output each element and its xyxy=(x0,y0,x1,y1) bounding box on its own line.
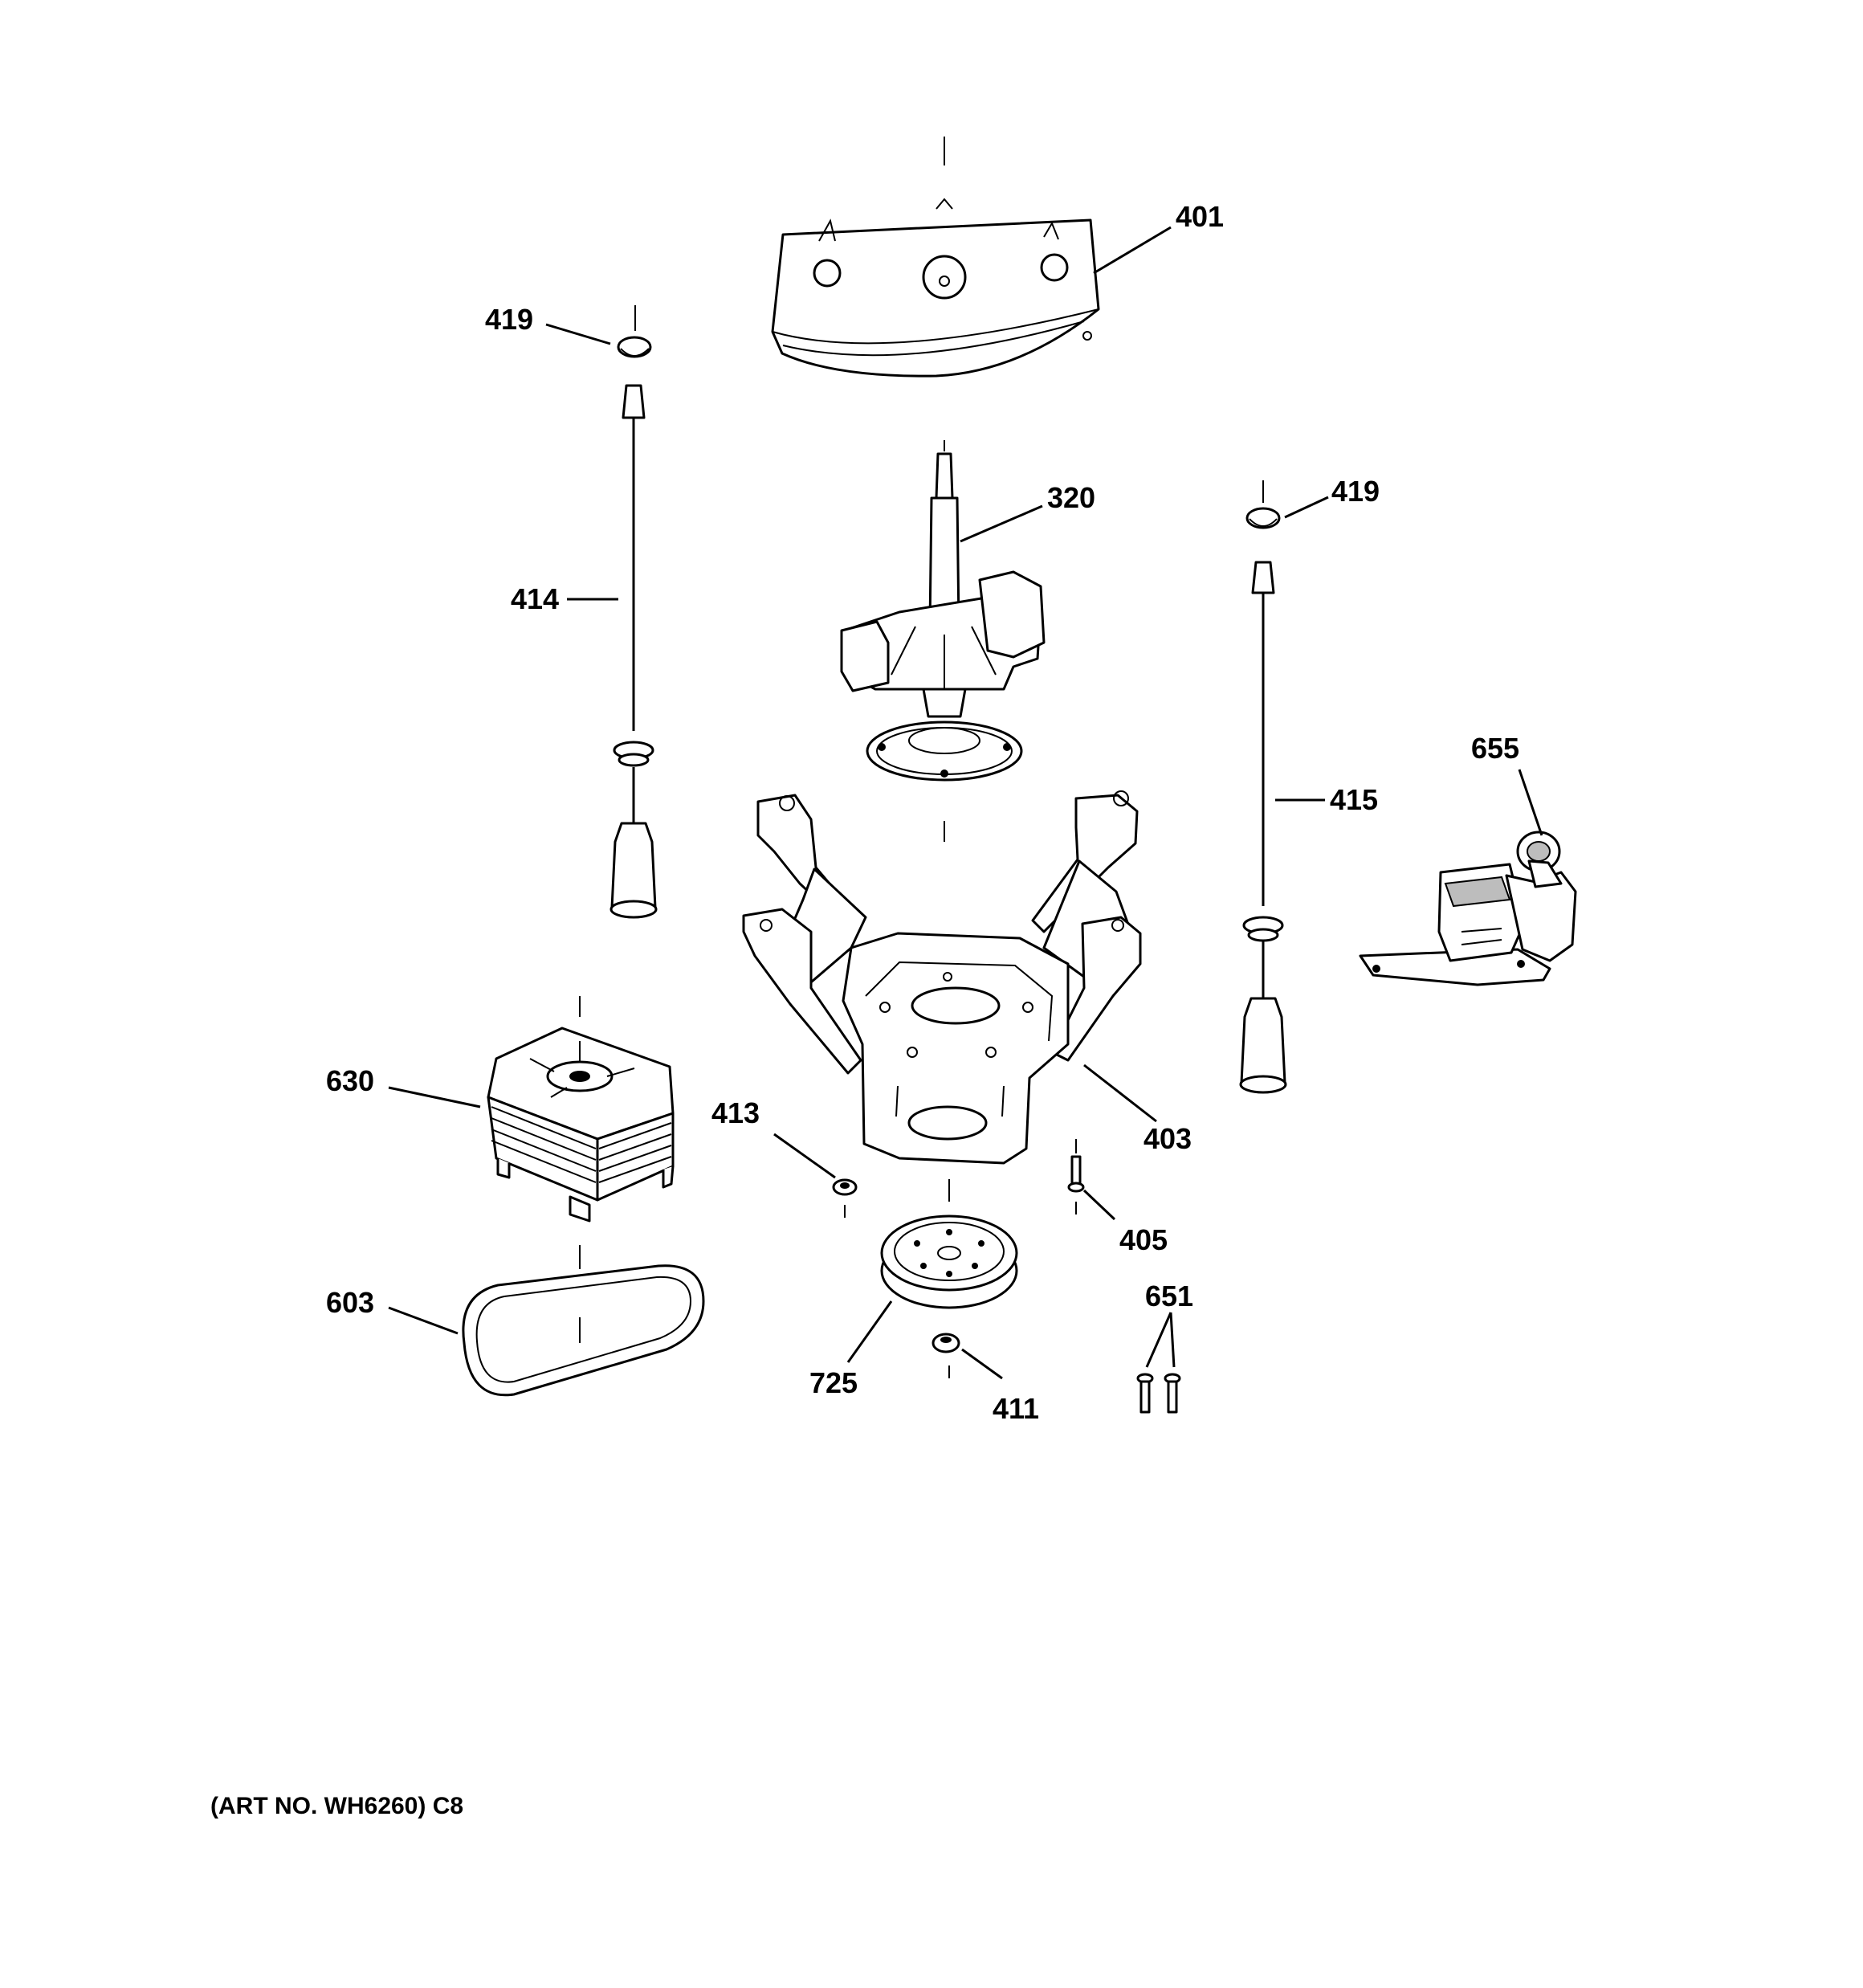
leader-411 xyxy=(961,1348,1003,1380)
callout-411: 411 xyxy=(993,1392,1039,1425)
callout-603: 603 xyxy=(326,1286,374,1319)
callout-401: 401 xyxy=(1176,200,1224,233)
leader-655 xyxy=(1518,769,1543,836)
callout-725: 725 xyxy=(809,1366,858,1399)
callout-320: 320 xyxy=(1047,481,1095,514)
callout-415: 415 xyxy=(1330,783,1378,816)
part-411-nut xyxy=(932,1333,960,1378)
part-413-nut xyxy=(832,1178,858,1218)
callout-655: 655 xyxy=(1471,732,1519,765)
leader-401 xyxy=(1093,226,1172,275)
callout-419-right: 419 xyxy=(1331,475,1380,508)
callout-651: 651 xyxy=(1145,1280,1193,1312)
leader-419-right xyxy=(1284,496,1329,519)
part-401-cover xyxy=(771,137,1100,378)
part-651-screws xyxy=(1136,1373,1181,1414)
callout-630: 630 xyxy=(326,1064,374,1097)
art-number-caption: (ART NO. WH6260) C8 xyxy=(210,1793,464,1819)
leader-651-b xyxy=(1169,1312,1176,1368)
callout-403: 403 xyxy=(1143,1122,1192,1155)
leader-320 xyxy=(960,504,1043,543)
part-419-cap-left xyxy=(617,305,652,358)
leader-603 xyxy=(388,1306,459,1335)
part-603-belt xyxy=(462,1264,705,1397)
part-419-cap-right xyxy=(1245,480,1281,529)
part-403-suspension-base xyxy=(742,790,1142,1165)
part-414-suspension-rod xyxy=(609,384,658,919)
leader-419-left xyxy=(545,323,611,345)
leader-725 xyxy=(846,1300,893,1363)
leader-405 xyxy=(1082,1189,1116,1221)
part-655-pump xyxy=(1359,831,1577,986)
callout-419-left: 419 xyxy=(485,303,533,336)
callout-413: 413 xyxy=(711,1096,760,1129)
leader-403 xyxy=(1083,1063,1157,1123)
leader-630 xyxy=(388,1086,481,1108)
leader-413 xyxy=(773,1133,836,1179)
part-320-transmission xyxy=(840,440,1046,842)
part-725-pulley xyxy=(880,1179,1018,1309)
leader-651-a xyxy=(1145,1312,1172,1368)
callout-405: 405 xyxy=(1119,1223,1168,1256)
part-405-screw xyxy=(1067,1139,1085,1214)
part-630-motor xyxy=(487,996,675,1269)
part-415-suspension-rod xyxy=(1239,561,1287,1094)
callout-414: 414 xyxy=(511,582,559,615)
